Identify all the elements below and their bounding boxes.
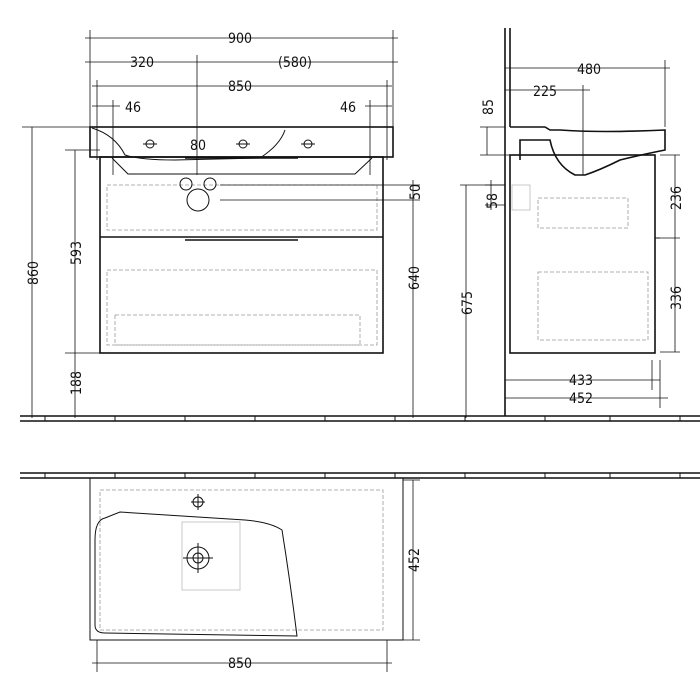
floor-line [20,415,700,422]
dim-46-right: 46 [340,100,356,116]
dim-593: 593 [69,241,85,265]
wall [504,28,511,416]
dim-50: 50 [408,184,424,200]
dim-320: 320 [130,55,154,71]
tap-hole-icon [236,139,250,149]
dim-85: 85 [481,99,497,115]
basin-front [89,126,394,175]
dimension-lines [22,30,680,672]
tap-hole-icon [191,494,205,510]
dim-80: 80 [190,138,206,154]
dim-188: 188 [69,371,85,395]
dim-452-side: 452 [569,391,593,407]
dim-900: 900 [228,31,252,47]
tap-hole-icon [143,139,157,149]
dim-850: 850 [228,79,252,95]
plan-view [20,472,700,641]
tap-hole-icon [301,139,315,149]
dim-452-plan: 452 [407,548,423,572]
side-view [509,126,666,354]
dim-675: 675 [460,291,476,315]
front-view [89,126,394,354]
dimension-labels: 900 320 (580) 850 46 46 80 50 860 593 18… [26,31,685,672]
dim-480: 480 [577,62,601,78]
cabinet-front [99,156,384,354]
drain-icon [183,543,213,573]
dim-336: 336 [669,286,685,310]
dim-225: 225 [533,84,557,100]
dim-46-left: 46 [125,100,141,116]
dim-860: 860 [26,261,42,285]
dim-580: (580) [278,55,312,71]
dim-58: 58 [485,193,501,209]
dim-850-plan: 850 [228,656,252,672]
dim-433: 433 [569,373,593,389]
dim-640: 640 [407,266,423,290]
dim-236: 236 [669,186,685,210]
